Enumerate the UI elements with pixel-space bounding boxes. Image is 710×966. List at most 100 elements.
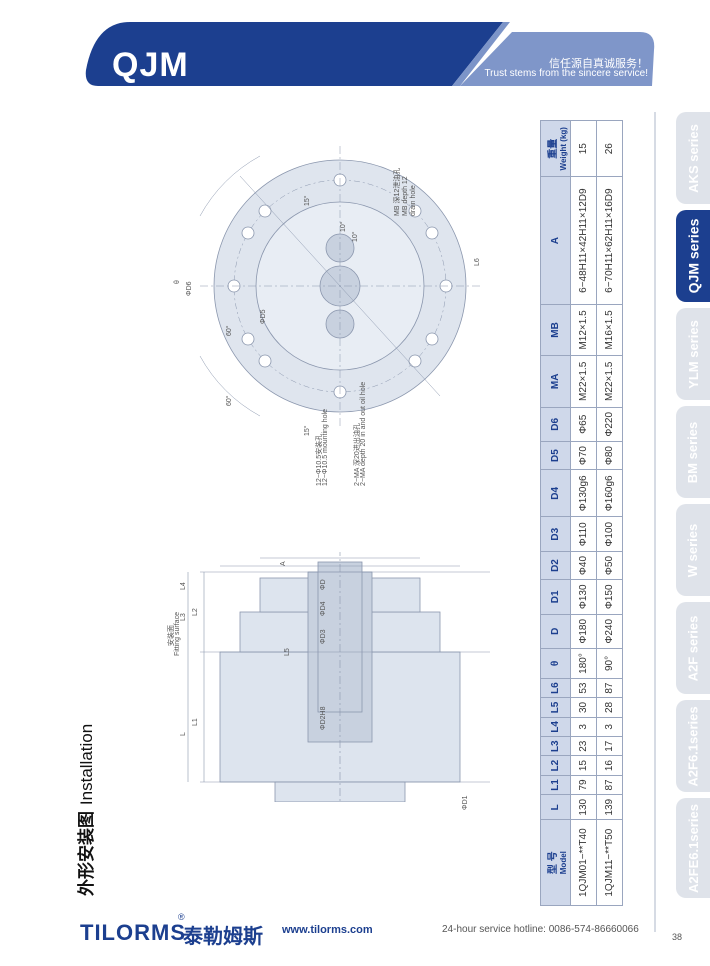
table-cell: 15 [570,120,597,177]
column-header: L1 [540,775,571,795]
column-header-main: 型 号 [547,851,559,875]
column-header: D3 [540,517,571,552]
column-header-main: 重量 [547,138,559,159]
tab-label: QJM series [685,218,701,294]
label-D3: ΦD3 [320,629,327,644]
table-cell: Φ80 [596,441,623,470]
label-D1: ΦD1 [462,795,469,810]
column-header-main: MB [550,322,561,338]
page-footer: TILORMS ® 泰勒姆斯 www.tilorms.com 24-hour s… [0,912,710,966]
column-header-main: D2 [550,559,561,572]
column-header: L5 [540,697,571,718]
tab-a2fe61-series[interactable]: A2FE6.1series [676,798,710,898]
table-cell: Φ220 [596,407,623,442]
table-cell: 23 [570,736,597,756]
tab-aks-series[interactable]: AKS series [676,112,710,204]
website-link[interactable]: www.tilorms.com [282,924,373,936]
table-cell: 6−70H11×62H11×16D9 [596,176,623,305]
column-header-sub: Weight (kg) [558,127,568,171]
column-header-main: D1 [550,590,561,604]
label-15a: 15° [304,425,311,436]
section-title-cn: 外形安装图 [77,811,97,896]
column-header: D4 [540,469,571,517]
column-header: D5 [540,441,571,470]
label-D2: ΦD2H8 [320,706,327,730]
table-cell: Φ40 [570,551,597,580]
note-mount-en: 12−Φ10.5 mounting hole [322,408,329,486]
tab-a2f-series[interactable]: A2F series [676,602,710,694]
table-cell: M16×1.5 [596,304,623,356]
table-cell: M22×1.5 [596,355,623,408]
table-cell: 28 [596,697,623,718]
column-header-main: D4 [550,486,561,500]
tab-label: W series [685,523,701,577]
column-header: A [540,176,571,305]
column-header: L2 [540,755,571,776]
table-cell: Φ240 [596,614,623,649]
column-header-main: L5 [550,701,561,714]
table-cell: Φ100 [596,517,623,552]
note-oil-en: 2−MA depth 20 in and out oil hole [360,381,367,486]
series-title: QJM [112,46,189,84]
rotated-content: 外形安装图 Installation 安装面 [70,76,630,906]
table-cell: 3 [596,717,623,737]
column-header: θ [540,648,571,679]
tab-qjm-series[interactable]: QJM series [676,210,710,302]
table-cell: Φ110 [570,517,597,552]
slogan-en: Trust stems from the sincere service! [484,68,648,79]
table-cell: 90° [596,648,623,679]
tab-label: A2F series [685,615,701,681]
column-header: D2 [540,551,571,580]
label-L1: L1 [192,718,199,726]
table-cell: 87 [596,678,623,698]
column-header-sub: Model [558,851,568,875]
tab-label: A2F6.1series [685,705,701,787]
table-cell: 15 [570,755,597,776]
table-cell: M12×1.5 [570,304,597,356]
table-cell: Φ130 [570,579,597,615]
slogan-cn: 信任源自真诚服务！ [549,57,648,70]
table-cell: 139 [596,794,623,820]
tab-a2f61-series[interactable]: A2F6.1series [676,700,710,792]
column-header: L4 [540,717,571,737]
column-header: L [540,794,571,820]
table-cell: Φ130g6 [570,469,597,517]
label-L4: L4 [180,582,187,590]
tab-label: YLM series [685,319,701,389]
tab-ylm-series[interactable]: YLM series [676,308,710,400]
table-cell: 1QJM11−**T50 [596,819,623,906]
tab-w-series[interactable]: W series [676,504,710,596]
column-header: D6 [540,407,571,442]
table-cell: Φ70 [570,441,597,470]
column-header-main: D5 [550,449,561,462]
column-header: L3 [540,736,571,756]
column-header-main: MA [550,373,561,390]
label-D: ΦD [320,579,327,590]
page-edge-line [654,112,656,932]
column-header-main: θ [550,660,561,667]
column-header: D1 [540,579,571,615]
company-logo-cn: 泰勒姆斯 [183,924,263,948]
tab-bm-series[interactable]: BM series [676,406,710,498]
label-A: A [280,561,287,566]
table-cell: M22×1.5 [570,355,597,408]
table-cell: 17 [596,736,623,756]
column-header-main: L1 [550,779,561,791]
note-mb-cn: MB 深12泄油孔 [394,167,401,216]
column-header: MA [540,355,571,408]
label-D4: ΦD4 [320,601,327,616]
label-D6: ΦD6 [186,281,193,296]
column-header-main: L2 [550,759,561,772]
table-cell: Φ180 [570,614,597,649]
label-60a: 60° [226,325,233,336]
label-15b: 15° [304,195,311,206]
column-header-main: L4 [550,721,561,733]
table-cell: 130 [570,794,597,820]
table-cell: Φ150 [596,579,623,615]
table-cell: 87 [596,775,623,795]
table-cell: 26 [596,120,623,177]
